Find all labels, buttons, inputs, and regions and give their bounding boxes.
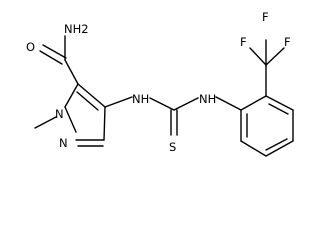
atom-ring-n1: N [55,107,64,121]
atom-ring-n2: N [59,136,68,150]
atom-cf3-f-right: F [284,35,291,49]
bond-carbonyl-o-b [39,50,63,65]
bond-benzene-4 [265,140,294,157]
atom-thiourea-nh-right: NH [199,92,216,106]
bond-ring-n1-n2 [64,106,77,133]
bond-nh-cs [149,97,175,111]
atom-amide-o: O [26,40,35,54]
bond-n1-methyl [34,116,57,129]
bond-ring-c4-c5-b [76,91,99,111]
atom-cf3-f-left: F [240,35,247,49]
bond-ring-c5-n1 [64,83,79,108]
bonds [34,35,294,157]
bond-c4-nh [104,96,133,108]
bond-cs-nh [173,97,199,111]
bond-benzene-2 [265,95,294,111]
bond-ring-c3-c4 [103,106,106,141]
atom-thiourea-nh-left: NH [132,92,149,106]
bond-carbonyl-ring [64,59,79,85]
atom-cf3-f-top: F [262,10,269,24]
atom-labels: NH2 O N N NH NH S F F F [26,10,291,154]
bond-carbonyl-o-a [42,44,67,59]
molecule-structure: NH2 O N N NH NH S F F F [26,10,294,157]
bond-benzene-5 [240,140,267,157]
bond-benzene-1 [240,95,267,111]
bond-benzene-4b [265,138,288,151]
bond-c-f-left [249,47,267,66]
bond-c-f-right [265,47,285,66]
bond-nh-aryl [215,96,242,111]
atom-amide-nh2: NH2 [64,22,89,36]
bond-benzene-2b [268,103,289,115]
bond-ring-c4-c5-a [77,83,106,108]
atom-thiourea-s: S [169,140,176,154]
